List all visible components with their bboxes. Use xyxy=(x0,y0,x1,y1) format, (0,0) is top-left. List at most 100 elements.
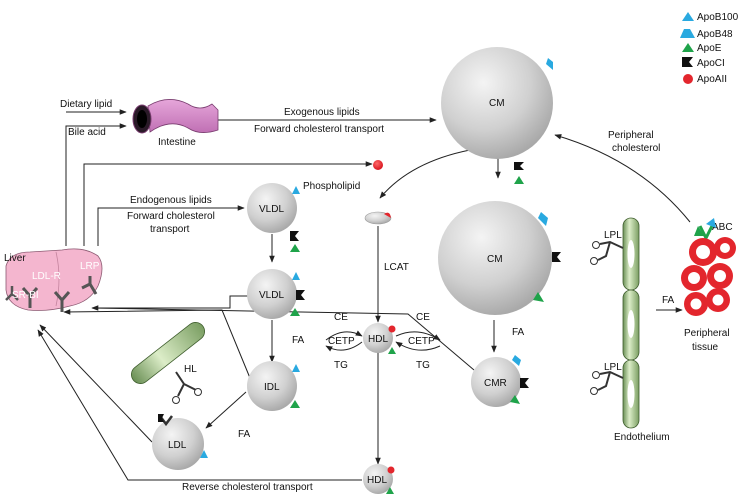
apoe-triangle-icon xyxy=(533,292,544,302)
legend: ApoB100 ApoB48 ApoE ApoCI ApoAII xyxy=(680,12,739,85)
ldl-label: LDL xyxy=(168,440,187,451)
apoe-triangle-icon xyxy=(694,226,704,236)
hl-enzyme-icon xyxy=(175,371,197,397)
lpl-enzyme-head xyxy=(590,387,598,395)
apoaii-circle-icon xyxy=(683,74,693,84)
peripheral-tissue-label: Peripheral tissue xyxy=(684,328,732,353)
hl-enzyme-head xyxy=(172,396,180,404)
apob48-trapezoid-icon xyxy=(706,218,716,228)
legend-label-apoe: ApoE xyxy=(697,43,722,54)
apoe-triangle-icon xyxy=(682,43,694,52)
hl-label: HL xyxy=(184,364,197,375)
ce-left-label: CE xyxy=(334,312,348,323)
apoci-notch-icon xyxy=(552,252,561,262)
sr-bi-receptor-icon xyxy=(21,287,39,308)
tg-left-label: TG xyxy=(334,360,348,371)
vldl-particle-top: VLDL xyxy=(247,183,300,233)
arrow-reverse-transport xyxy=(37,329,362,481)
reverse-transport-label: Reverse cholesterol transport xyxy=(182,482,313,493)
peripheral-cholesterol-label: Peripheral cholesterol xyxy=(608,130,660,154)
hl-enzyme-head xyxy=(194,388,202,396)
apoe-triangle-icon xyxy=(514,176,524,184)
apoaii-circle-icon xyxy=(373,160,383,170)
legend-label-apoci: ApoCI xyxy=(697,58,725,69)
apob100-triangle-icon xyxy=(292,364,300,372)
cetp-right-label: CETP xyxy=(408,336,435,347)
apoaii-circle-icon xyxy=(387,466,395,474)
legend-item-apoaii: ApoAII xyxy=(683,74,727,85)
legend-label-apob100: ApoB100 xyxy=(697,12,739,23)
intestine-shape xyxy=(147,99,219,133)
ldl-r-label: LDL-R xyxy=(32,271,61,282)
forward-transport-2-line-2: transport xyxy=(150,224,190,235)
cetp-left-label: CETP xyxy=(328,336,355,347)
tissue-cells xyxy=(681,237,736,316)
apoe-triangle-icon xyxy=(290,244,300,252)
apob100-triangle-icon xyxy=(200,450,208,458)
liver: Liver LDL-R LRP SR-BI xyxy=(4,248,103,312)
cm-sphere xyxy=(438,201,552,315)
lpl-label-bottom: LPL xyxy=(604,362,622,373)
arrow-peripheral-cholesterol xyxy=(554,134,691,223)
idl-sphere xyxy=(247,361,297,411)
hdl-label: HDL xyxy=(368,334,388,345)
lcat-label: LCAT xyxy=(384,262,409,273)
cmr-sphere xyxy=(471,357,521,407)
hdl-particle-middle: HDL xyxy=(363,323,396,354)
apoci-notch-icon xyxy=(158,414,164,422)
fa-cm-label: FA xyxy=(512,327,525,338)
apob100-triangle-icon xyxy=(682,12,694,21)
cm-label: CM xyxy=(487,254,503,265)
cm-particle-top: CM xyxy=(441,47,553,159)
cmr-label: CMR xyxy=(484,378,507,389)
fa-vldl-label: FA xyxy=(292,335,305,346)
fa-tissue-label: FA xyxy=(662,295,675,306)
lpl-enzyme-head xyxy=(592,371,600,379)
apoci-notch-icon xyxy=(290,231,299,241)
lrp-receptor-icon xyxy=(81,276,98,295)
hdl-sphere xyxy=(363,323,393,353)
endothelium: LPL LPL xyxy=(590,217,640,429)
forward-transport-2-line-1: Forward cholesterol xyxy=(127,211,215,222)
intestine: Intestine xyxy=(132,99,219,148)
arrow-ldl-return xyxy=(39,324,153,443)
legend-item-apob100: ApoB100 xyxy=(682,12,739,23)
peripheral-cholesterol-line-1: Peripheral xyxy=(608,130,654,141)
lpl-enzyme-head xyxy=(590,257,598,265)
bile-acid-label: Bile acid xyxy=(68,127,106,138)
apoci-notch-icon xyxy=(682,57,693,67)
apob100-triangle-icon xyxy=(292,272,300,280)
nascent-hdl-disc xyxy=(364,211,392,225)
lpl-enzyme-icon-top xyxy=(597,240,624,261)
tissue-cell-center xyxy=(712,294,724,306)
tissue-cell-center xyxy=(696,245,710,259)
apoaii-circle-icon xyxy=(384,212,391,218)
legend-label-apob48: ApoB48 xyxy=(697,29,733,40)
dietary-lipid-label: Dietary lipid xyxy=(60,99,112,110)
nucleus xyxy=(627,310,635,338)
tg-right-label: TG xyxy=(416,360,430,371)
legend-label-apoaii: ApoAII xyxy=(697,74,727,85)
abc-transporter-icon xyxy=(698,225,714,242)
arrow-endogenous xyxy=(97,205,245,246)
apoe-triangle-icon xyxy=(386,487,394,494)
forward-transport-label-1: Forward cholesterol transport xyxy=(254,124,384,135)
idl-label: IDL xyxy=(264,382,280,393)
receptor-extra-icon xyxy=(5,286,19,301)
vldl-label: VLDL xyxy=(259,290,284,301)
cetp-left-arc-bottom xyxy=(325,341,363,352)
apoe-triangle-icon xyxy=(290,308,300,316)
ldl-receptor-icon xyxy=(53,291,71,312)
ldl-sphere xyxy=(152,418,204,470)
intestine-label: Intestine xyxy=(158,137,196,148)
exogenous-lipids-label: Exogenous lipids xyxy=(284,107,360,118)
apoci-notch-icon xyxy=(296,290,305,300)
cetp-left-arc-top xyxy=(325,330,363,341)
connectors xyxy=(37,109,691,481)
arrow-cm-to-phospholipid xyxy=(379,149,471,199)
nucleus xyxy=(627,380,635,408)
lpl-enzyme-head xyxy=(592,241,600,249)
vldl-sphere xyxy=(247,183,297,233)
vldl-label: VLDL xyxy=(259,204,284,215)
cetp-right-arc-bottom xyxy=(395,341,441,351)
